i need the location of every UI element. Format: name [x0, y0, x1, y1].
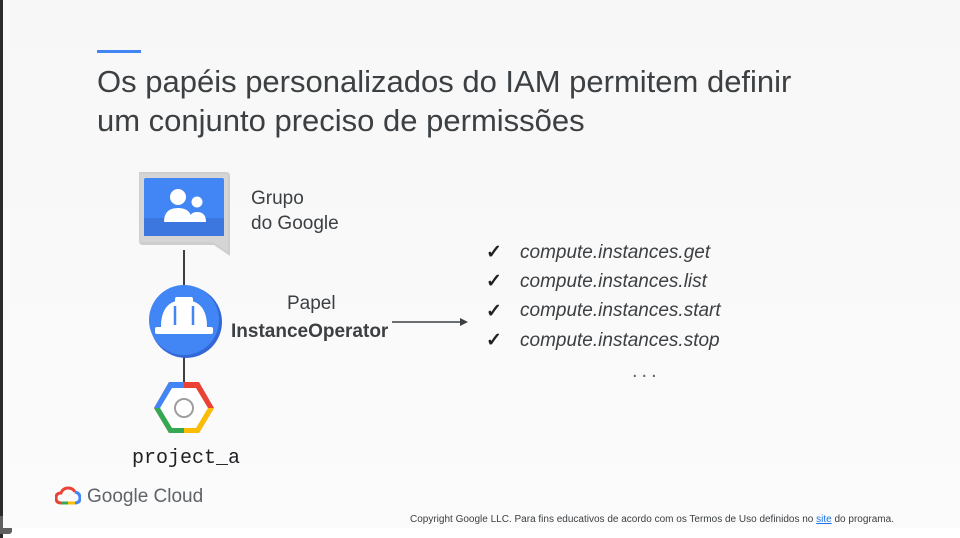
permission-list: ✓ compute.instances.get ✓ compute.instan…: [486, 238, 721, 355]
title-line-2: um conjunto preciso de permissões: [97, 103, 585, 138]
project-hexagon-icon: [154, 382, 214, 433]
slide-title: Os papéis personalizados do IAM permitem…: [97, 62, 857, 140]
project-label: project_a: [132, 447, 241, 470]
title-accent-bar: [97, 50, 141, 53]
title-line-1: Os papéis personalizados do IAM permitem…: [97, 64, 792, 99]
more-permissions-ellipsis: ...: [632, 360, 661, 382]
role-prefix-label: Papel: [287, 293, 336, 314]
group-label-line-1: Grupo: [251, 188, 304, 209]
arrow-icon: [392, 318, 468, 326]
iam-role-hardhat-icon: [149, 285, 222, 358]
permission-text: compute.instances.stop: [520, 329, 720, 351]
permission-item: ✓ compute.instances.list: [486, 267, 721, 296]
group-label-line-2: do Google: [251, 213, 339, 234]
permission-text: compute.instances.start: [520, 300, 721, 322]
google-group-label: Grupo do Google: [251, 186, 339, 236]
google-cloud-wordmark: Google Cloud: [87, 486, 204, 507]
role-name-label: InstanceOperator: [231, 321, 389, 342]
permission-item: ✓ compute.instances.get: [486, 238, 721, 267]
google-cloud-logo: Google Cloud: [55, 486, 203, 508]
checkmark-icon: ✓: [486, 300, 502, 322]
checkmark-icon: ✓: [486, 330, 502, 352]
checkmark-icon: ✓: [486, 271, 502, 293]
permission-item: ✓ compute.instances.stop: [486, 326, 721, 355]
permission-text: compute.instances.list: [520, 270, 707, 292]
copyright-notice: Copyright Google LLC. Para fins educativ…: [410, 514, 894, 525]
checkmark-icon: ✓: [486, 242, 502, 264]
google-cloud-logo-icon: [55, 486, 81, 505]
copyright-text-after: do programa.: [831, 514, 894, 525]
copyright-site-link[interactable]: site: [816, 514, 832, 525]
permission-text: compute.instances.get: [520, 241, 711, 263]
permission-item: ✓ compute.instances.start: [486, 297, 721, 326]
slide: Os papéis personalizados do IAM permitem…: [3, 0, 960, 528]
left-edge-strip: [0, 0, 3, 538]
google-group-icon: [139, 172, 230, 256]
copyright-text-before: Copyright Google LLC. Para fins educativ…: [410, 514, 817, 525]
